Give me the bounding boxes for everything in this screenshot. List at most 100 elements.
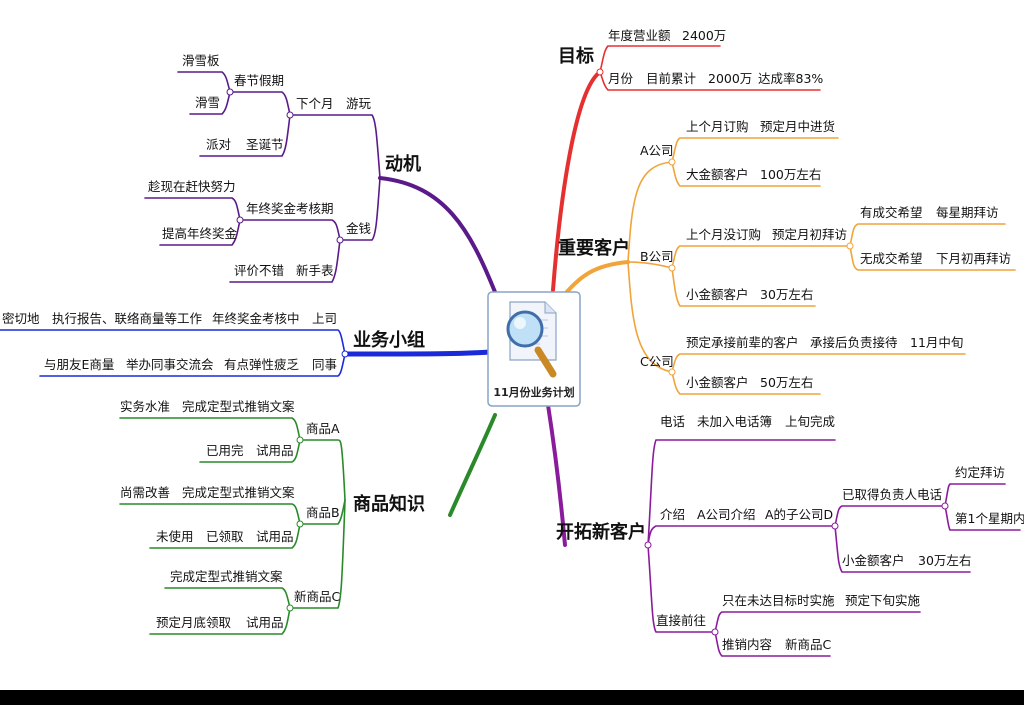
branch-goal-label[interactable]: 目标 — [558, 45, 594, 67]
keyclients-item[interactable]: 预定月初拜访 — [772, 227, 847, 242]
keyclients-item[interactable]: 30万左右 — [760, 287, 813, 302]
connector-dots — [226, 68, 949, 636]
newclients-item[interactable]: 上旬完成 — [785, 414, 835, 429]
newclients-item[interactable]: 直接前往 — [656, 613, 706, 628]
team-branch-line — [342, 349, 493, 357]
motive-item[interactable]: 圣诞节 — [246, 137, 284, 152]
product-item[interactable]: 商品A — [306, 421, 340, 436]
product-item[interactable]: 未使用 — [156, 529, 194, 544]
branch-product-label[interactable]: 商品知识 — [353, 493, 425, 515]
newclients-item[interactable]: 未加入电话簿 — [697, 414, 772, 429]
magnifier-document-icon — [506, 301, 557, 378]
central-topic[interactable]: 11月份业务计划 — [487, 291, 581, 407]
team-item[interactable]: 与朋友E商量 — [44, 357, 114, 372]
product-item[interactable]: 新商品C — [294, 589, 341, 604]
keyclients-item[interactable]: 上个月没订购 — [686, 227, 761, 242]
team-item[interactable]: 上司 — [312, 311, 337, 326]
product-item[interactable]: 完成定型式推销文案 — [170, 569, 283, 584]
product-item[interactable]: 尚需改善 — [120, 485, 170, 500]
team-item[interactable]: 举办同事交流会 — [126, 357, 214, 372]
product-item[interactable]: 完成定型式推销文案 — [182, 485, 295, 500]
product-item[interactable]: 预定月底领取 — [156, 615, 232, 630]
mind-map-canvas: 11月份业务计划 目标 重要客户 开拓新客户 动机 业务小组 商品知识 年度营业… — [0, 28, 1024, 657]
product-item[interactable]: 实务水准 — [120, 399, 170, 414]
keyclients-item[interactable]: 每星期拜访 — [936, 205, 999, 220]
motive-item[interactable]: 下个月 — [296, 96, 334, 111]
newclients-item[interactable]: A公司介绍 — [697, 507, 756, 522]
branch-motive-label[interactable]: 动机 — [385, 154, 421, 175]
newclients-item[interactable]: 只在未达目标时实施 — [722, 593, 835, 608]
newclients-item[interactable]: 推销内容 — [722, 637, 772, 652]
goal-item[interactable]: 年度营业额 — [608, 28, 671, 43]
product-item[interactable]: 已领取 — [206, 529, 244, 544]
motive-item[interactable]: 提高年终奖金 — [162, 226, 238, 241]
goal-item[interactable]: 目前累计 — [646, 71, 696, 86]
product-lines — [119, 417, 346, 635]
keyclients-item[interactable]: 小金额客户 — [686, 375, 749, 390]
goal-item[interactable]: 达成率83% — [758, 71, 823, 86]
keyclients-item[interactable]: 有成交希望 — [860, 205, 923, 220]
keyclients-item[interactable]: 预定承接前辈的客户 — [686, 335, 799, 350]
motive-item[interactable]: 趁现在赶快努力 — [148, 179, 236, 194]
motive-item[interactable]: 新手表 — [296, 263, 334, 278]
product-branch-line — [448, 413, 497, 517]
central-title: 11月份业务计划 — [493, 385, 574, 399]
newclients-lines — [647, 439, 1021, 657]
product-item[interactable]: 试用品 — [256, 443, 294, 458]
keyclients-item[interactable]: 100万左右 — [760, 167, 821, 182]
motive-item[interactable]: 金钱 — [346, 221, 371, 236]
motive-branch-line — [378, 176, 497, 294]
keyclients-item[interactable]: C公司 — [640, 354, 674, 369]
newclients-item[interactable]: 新商品C — [785, 637, 832, 652]
keyclients-item[interactable]: 小金额客户 — [686, 287, 749, 302]
goal-item[interactable]: 2400万 — [682, 28, 726, 43]
keyclients-item[interactable]: 大金额客户 — [686, 167, 749, 182]
team-item[interactable]: 密切地 — [2, 311, 40, 326]
motive-item[interactable]: 滑雪板 — [182, 53, 220, 68]
connector-lines — [0, 45, 1021, 657]
product-item[interactable]: 试用品 — [246, 615, 284, 630]
branch-newclients-label[interactable]: 开拓新客户 — [556, 521, 646, 543]
product-item[interactable]: 完成定型式推销文案 — [182, 399, 295, 414]
team-item[interactable]: 执行报告、联络商量等工作 — [52, 311, 203, 326]
newclients-item[interactable]: 第1个星期内 — [955, 511, 1024, 526]
motive-item[interactable]: 派对 — [206, 137, 231, 152]
product-item[interactable]: 试用品 — [256, 529, 294, 544]
goal-item[interactable]: 月份 — [608, 71, 634, 86]
newclients-item[interactable]: A的子公司D — [765, 507, 833, 522]
goal-item[interactable]: 2000万 — [708, 71, 752, 86]
keyclients-item[interactable]: 承接后负责接待 — [810, 335, 898, 350]
keyclients-item[interactable]: A公司 — [640, 143, 674, 158]
newclients-branch-line — [546, 403, 567, 547]
newclients-item[interactable]: 30万左右 — [918, 553, 971, 568]
branch-team-label[interactable]: 业务小组 — [353, 329, 425, 351]
keyclients-lines — [627, 137, 1016, 395]
keyclients-item[interactable]: 50万左右 — [760, 375, 813, 390]
keyclients-item[interactable]: 下月初再拜访 — [936, 251, 1011, 266]
team-item[interactable]: 同事 — [312, 357, 337, 372]
newclients-item[interactable]: 介绍 — [660, 507, 685, 522]
team-item[interactable]: 有点弹性疲乏 — [224, 357, 300, 372]
team-item[interactable]: 年终奖金考核中 — [212, 311, 300, 326]
bottom-black-bar — [0, 690, 1024, 705]
keyclients-item[interactable]: 上个月订购 — [686, 119, 749, 134]
goal-branch-line — [551, 70, 602, 292]
keyclients-item[interactable]: B公司 — [640, 249, 674, 264]
motive-item[interactable]: 滑雪 — [195, 95, 220, 110]
motive-item[interactable]: 春节假期 — [234, 73, 284, 88]
product-item[interactable]: 商品B — [306, 505, 340, 520]
newclients-item[interactable]: 已取得负责人电话 — [842, 487, 942, 502]
newclients-item[interactable]: 电话 — [660, 414, 685, 429]
keyclients-item[interactable]: 预定月中进货 — [760, 119, 835, 134]
newclients-item[interactable]: 约定拜访 — [955, 465, 1005, 480]
newclients-item[interactable]: 预定下旬实施 — [845, 593, 921, 608]
keyclients-item[interactable]: 11月中旬 — [910, 335, 963, 350]
newclients-item[interactable]: 小金额客户 — [842, 553, 905, 568]
motive-item[interactable]: 年终奖金考核期 — [246, 201, 334, 216]
branch-keyclients-label[interactable]: 重要客户 — [558, 237, 630, 259]
motive-item[interactable]: 游玩 — [346, 96, 372, 111]
product-item[interactable]: 已用完 — [206, 443, 244, 458]
keyclients-item[interactable]: 无成交希望 — [860, 251, 923, 266]
motive-item[interactable]: 评价不错 — [234, 263, 284, 278]
